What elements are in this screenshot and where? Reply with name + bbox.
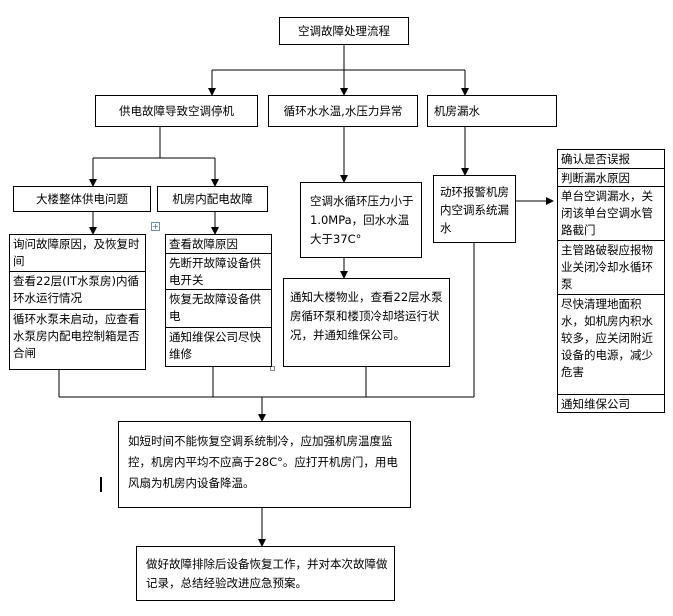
branch-water-label: 循环水水温,水压力异常 <box>283 104 403 118</box>
room-power-label: 机房内配电故障 <box>172 192 253 206</box>
room-power-box: 机房内配电故障 <box>157 186 268 212</box>
room-steps-table: 查看故障原因 先断开故障设备供电开关 恢复无故障设备供电 通知维保公司尽快维修 <box>165 234 272 367</box>
temp-control-box: 如短时间不能恢复空调系统制冷，应加强机房温度监控，机房内平均不应高于28C°。应… <box>118 421 411 508</box>
final-step-text: 做好故障排除后设备恢复工作，并对本次故障做记录，总结经验改进应急预案。 <box>146 557 388 590</box>
resize-handle-icon <box>270 366 275 371</box>
final-step-box: 做好故障排除后设备恢复工作，并对本次故障做记录，总结经验改进应急预案。 <box>136 546 395 601</box>
building-step-3: 循环水泵未启动，应查看水泵房内配电控制箱是否合闸 <box>10 309 145 369</box>
branch-power-label: 供电故障导致空调停机 <box>119 104 234 118</box>
leak-step-2: 判断漏水原因 <box>558 168 664 186</box>
branch-leak-box: 机房漏水 <box>427 95 557 127</box>
building-step-1: 询问故障原因，及恢复时间 <box>13 237 140 268</box>
water-detail-text: 空调水循环压力小于1.0MPa，回水水温大于37C° <box>310 194 414 246</box>
water-action-text: 通知大楼物业，查看22层水泵房循环泵和楼顶冷却塔运行状况，并通知维保公司。 <box>290 290 443 342</box>
building-power-label: 大楼整体供电问题 <box>36 192 128 206</box>
water-detail-box: 空调水循环压力小于1.0MPa，回水水温大于37C° <box>300 182 422 258</box>
branch-power-box: 供电故障导致空调停机 <box>95 95 258 127</box>
room-step-3: 恢复无故障设备供电 <box>166 289 271 327</box>
leak-step-3: 单台空调漏水，关闭该单台空调水管路截门 <box>558 186 664 240</box>
room-step-1: 查看故障原因 <box>169 237 238 251</box>
branch-leak-label: 机房漏水 <box>434 104 480 118</box>
leak-step-5: 尽快清理地面积水，如机房内积水较多，应关闭附近设备的电源，减少危害 <box>558 294 664 394</box>
leak-step-1: 确认是否误报 <box>561 152 630 166</box>
leak-alarm-text: 动环报警机房内空调系统漏水 <box>440 185 509 235</box>
move-handle-icon: + <box>151 222 160 231</box>
leak-alarm-box: 动环报警机房内空调系统漏水 <box>433 175 516 243</box>
leak-steps-table: 确认是否误报 判断漏水原因 单台空调漏水，关闭该单台空调水管路截门 主管路破裂应… <box>557 149 665 413</box>
building-steps-table: 询问故障原因，及恢复时间 查看22层(IT水泵房)内循环水运行情况 循环水泵未启… <box>9 234 146 370</box>
water-action-box: 通知大楼物业，查看22层水泵房循环泵和楼顶冷却塔运行状况，并通知维保公司。 <box>283 278 450 367</box>
building-step-2: 查看22层(IT水泵房)内循环水运行情况 <box>10 271 145 309</box>
branch-water-box: 循环水水温,水压力异常 <box>268 95 418 127</box>
temp-control-text: 如短时间不能恢复空调系统制冷，应加强机房温度监控，机房内平均不应高于28C°。应… <box>128 434 398 490</box>
leak-step-4: 主管路破裂应报物业关闭冷却水循环泵 <box>558 240 664 294</box>
room-step-4: 通知维保公司尽快维修 <box>166 327 271 366</box>
leak-step-6: 通知维保公司 <box>558 394 664 412</box>
title-box: 空调故障处理流程 <box>279 17 409 45</box>
building-power-box: 大楼整体供电问题 <box>13 186 151 212</box>
room-step-2: 先断开故障设备供电开关 <box>166 253 271 289</box>
page-title: 空调故障处理流程 <box>298 24 390 38</box>
